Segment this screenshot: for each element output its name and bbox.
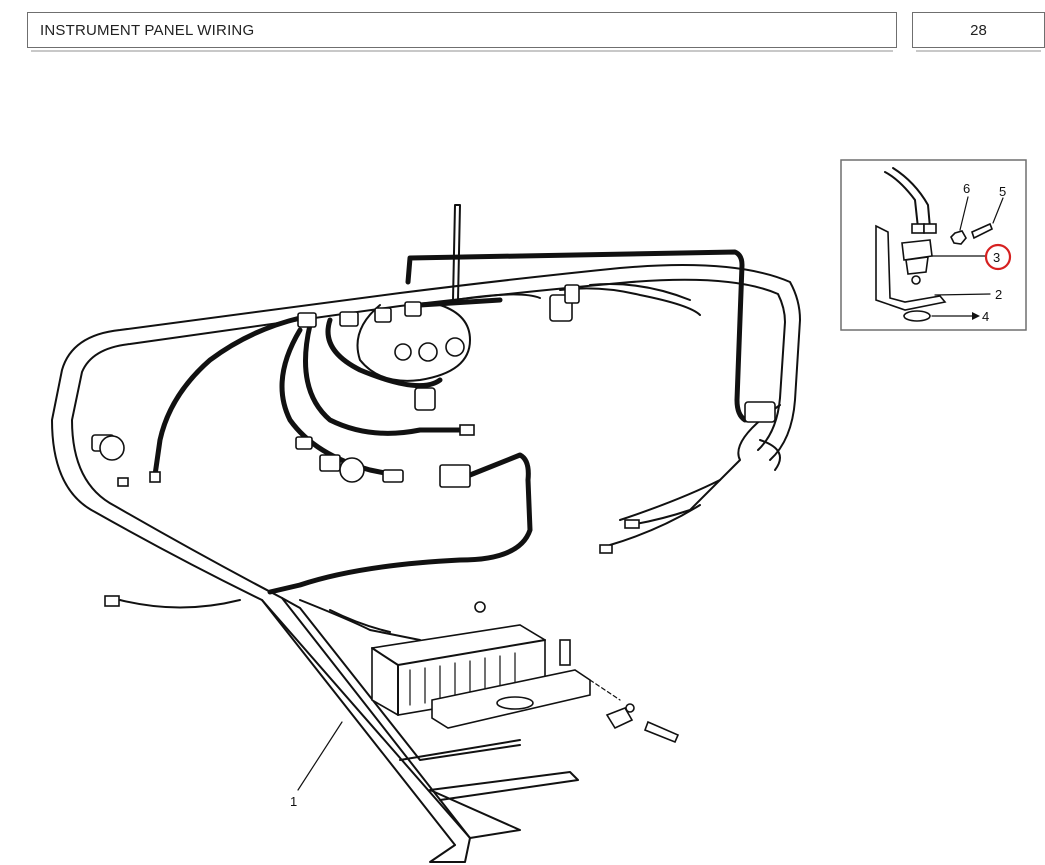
leader-line-1 bbox=[297, 721, 343, 791]
title-box: INSTRUMENT PANEL WIRING bbox=[27, 12, 897, 52]
callout-1: 1 bbox=[290, 794, 297, 809]
callout-5: 5 bbox=[999, 184, 1006, 199]
detail-inset bbox=[840, 159, 1027, 331]
callout-2: 2 bbox=[995, 287, 1002, 302]
callout-6: 6 bbox=[963, 181, 970, 196]
support-stand bbox=[261, 597, 579, 863]
page-number-box: 28 bbox=[912, 12, 1045, 52]
page-title: INSTRUMENT PANEL WIRING bbox=[40, 22, 255, 39]
junction-box bbox=[371, 624, 680, 744]
wire-branches bbox=[119, 283, 781, 641]
callout-3[interactable]: 3 bbox=[993, 250, 1000, 265]
connectors bbox=[91, 284, 776, 613]
upper-cable bbox=[405, 204, 748, 423]
highlight-circle[interactable] bbox=[984, 243, 1012, 271]
callout-4: 4 bbox=[982, 309, 989, 324]
page-number: 28 bbox=[970, 22, 987, 39]
